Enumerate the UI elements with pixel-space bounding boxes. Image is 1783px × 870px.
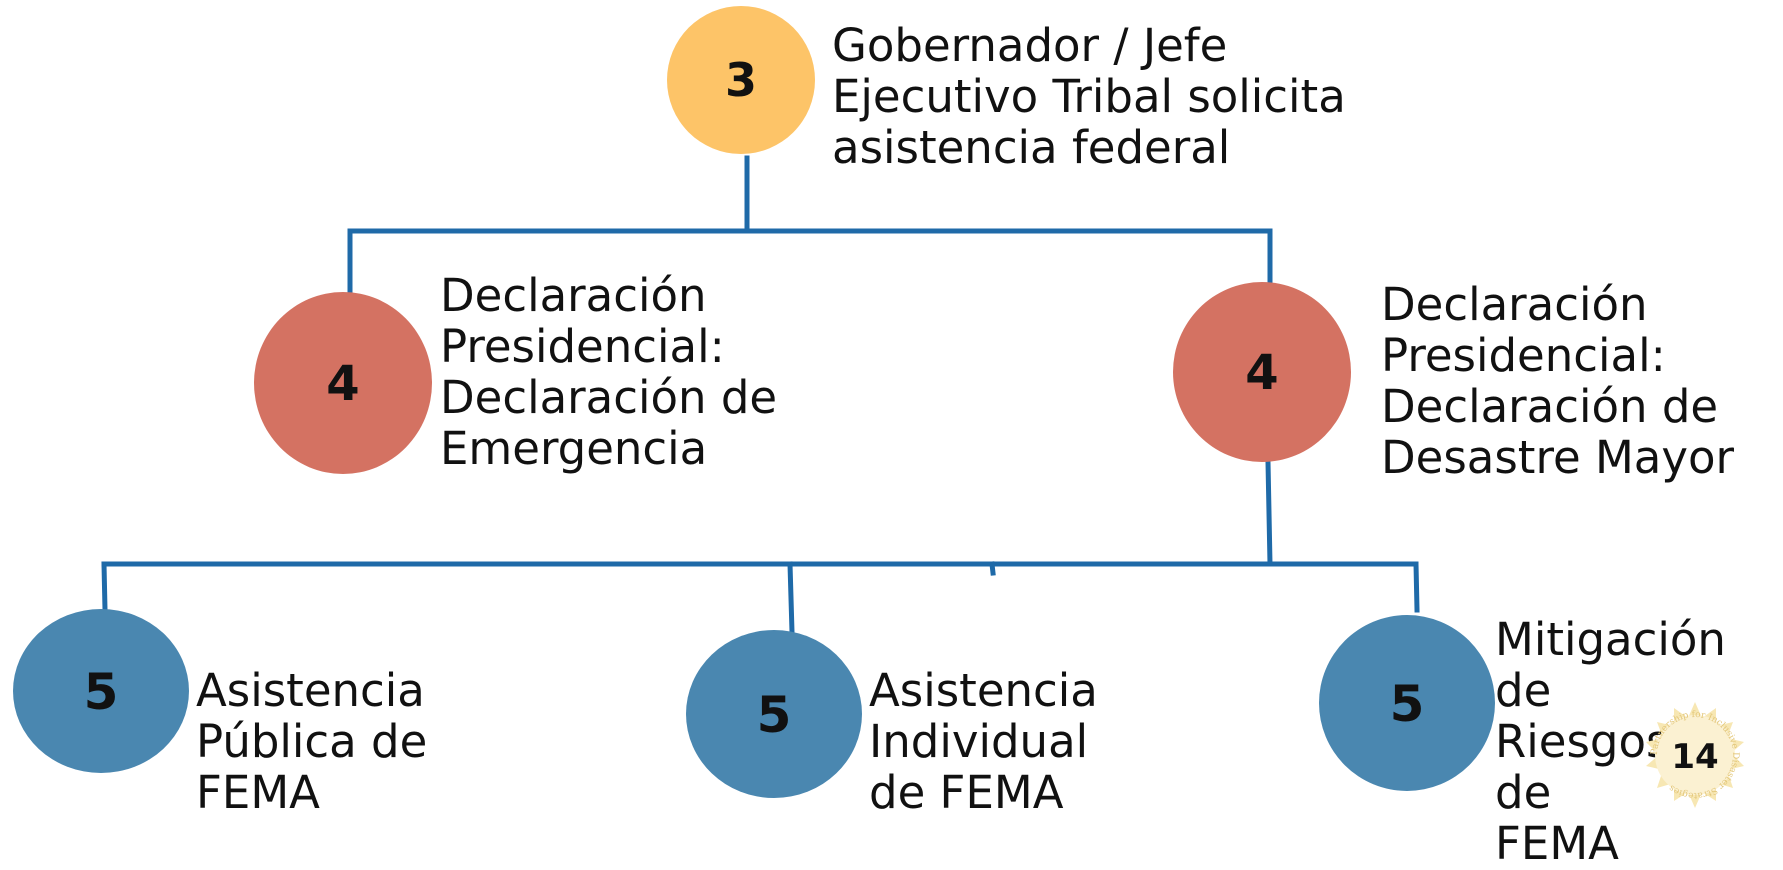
step-number-individual-assistance: 5: [757, 686, 792, 744]
circle-governor: [667, 6, 815, 154]
step-number-hazard-mitigation: 5: [1390, 675, 1425, 733]
label-governor-request: Gobernador / Jefe Ejecutivo Tribal solic…: [832, 19, 1346, 174]
step-number-governor: 3: [725, 53, 757, 107]
node-hazard-mitigation: 5: [1319, 615, 1495, 791]
logo-seal: Partnership for Inclusive Disaster Strat…: [1646, 702, 1744, 808]
node-individual-assistance: 5: [686, 630, 862, 798]
node-governor: 3: [667, 6, 815, 154]
step-number-major-disaster: 4: [1245, 345, 1278, 401]
node-emergency: 4: [254, 292, 432, 474]
label-public-assistance: Asistencia Pública de FEMA: [196, 664, 428, 819]
circle-individual-assistance: [686, 630, 862, 798]
connector-major-disaster-down: [1265, 459, 1273, 567]
circle-major-disaster: [1173, 282, 1351, 462]
label-major-disaster-declaration: Declaración Presidencial: Declaración de…: [1381, 278, 1735, 484]
node-public-assistance: 5: [13, 609, 189, 773]
circle-emergency: [254, 292, 432, 474]
connector-to-hazard-mitigation: [1413, 561, 1420, 613]
page-number: 14: [1671, 737, 1719, 777]
circle-hazard-mitigation: [1319, 615, 1495, 791]
step-number-emergency: 4: [326, 356, 359, 412]
connector-to-individual-assistance: [787, 561, 795, 635]
label-emergency-declaration: Declaración Presidencial: Declaración de…: [440, 269, 778, 475]
connector-tick: [989, 561, 996, 576]
connector-lines: [101, 155, 1420, 635]
node-major-disaster: 4: [1173, 282, 1351, 462]
label-individual-assistance: Asistencia Individual de FEMA: [869, 664, 1098, 819]
circle-public-assistance: [13, 609, 189, 773]
connector-to-public-assistance: [101, 561, 108, 613]
step-number-public-assistance: 5: [84, 663, 119, 721]
